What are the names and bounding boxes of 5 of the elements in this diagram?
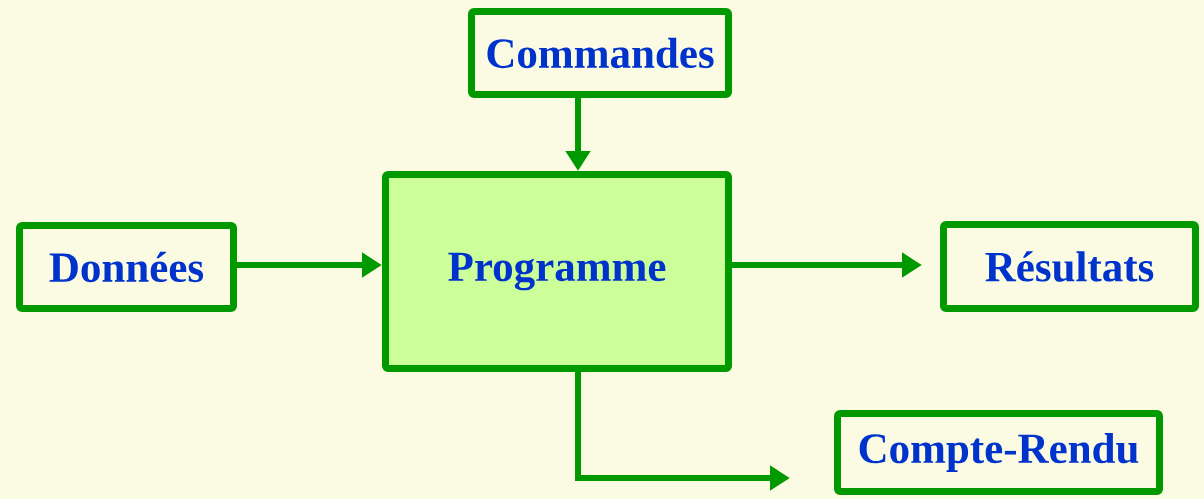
labeled-box: Compte-Rendu [834, 410, 1163, 495]
process-box: Programme [382, 171, 732, 372]
labeled-box: Résultats [940, 221, 1199, 312]
labeled-box: Commandes [468, 8, 732, 98]
labeled-box: Données [16, 222, 237, 312]
